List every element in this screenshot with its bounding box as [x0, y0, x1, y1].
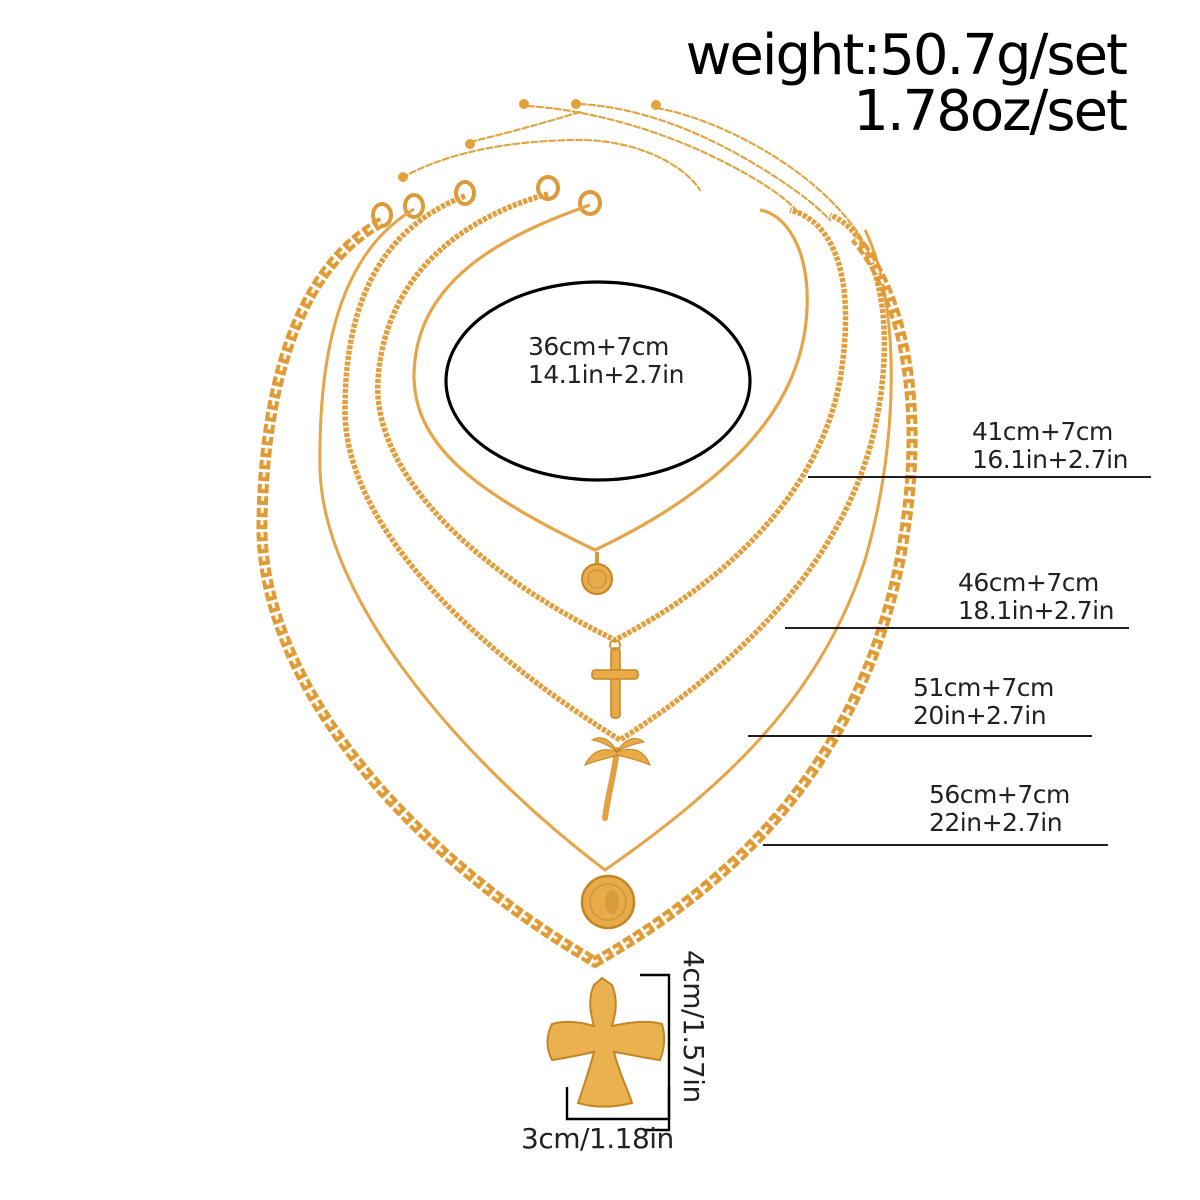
- length-cm: 46cm+7cm: [958, 568, 1099, 597]
- weight-info: weight:50.7g/set 1.78oz/set: [685, 23, 1128, 144]
- length-in: 18.1in+2.7in: [958, 596, 1114, 625]
- pendant-height-label: 4cm/1.57in: [677, 950, 710, 1103]
- length-cm: 56cm+7cm: [929, 780, 1070, 809]
- necklace-1-length: 36cm+7cm 14.1in+2.7in: [528, 333, 684, 389]
- chain-3: [342, 193, 888, 744]
- pendant-medallion: [580, 874, 636, 930]
- chain-1: [412, 203, 809, 552]
- pendant-crucifix: [591, 639, 639, 719]
- length-cm: 51cm+7cm: [913, 673, 1054, 702]
- necklace-4-length: 51cm+7cm 20in+2.7in: [913, 674, 1054, 730]
- annotation-lines: [444, 280, 1151, 1132]
- chain-2: [375, 191, 849, 644]
- length-in: 20in+2.7in: [913, 701, 1047, 730]
- pendant-coin-small: [581, 552, 613, 595]
- necklace-2-length: 41cm+7cm 16.1in+2.7in: [972, 418, 1128, 474]
- necklace-3-length: 46cm+7cm 18.1in+2.7in: [958, 569, 1114, 625]
- pendant-dotted-cross: [546, 976, 666, 1108]
- length-in: 16.1in+2.7in: [972, 445, 1128, 474]
- pendant-palm-tree: [583, 737, 651, 821]
- length-cm: 36cm+7cm: [528, 332, 669, 361]
- extender-chains: [400, 102, 867, 247]
- inner-circle-outline: [444, 280, 752, 482]
- extender-end-beads: [398, 99, 661, 182]
- length-in: 14.1in+2.7in: [528, 360, 684, 389]
- length-cm: 41cm+7cm: [972, 417, 1113, 446]
- weight-grams: weight:50.7g/set: [685, 23, 1128, 88]
- necklace-5-length: 56cm+7cm 22in+2.7in: [929, 781, 1070, 837]
- pendant-width-label: 3cm/1.18in: [521, 1122, 674, 1155]
- weight-ounces: 1.78oz/set: [853, 79, 1128, 144]
- chain-4: [318, 207, 893, 872]
- length-in: 22in+2.7in: [929, 808, 1063, 837]
